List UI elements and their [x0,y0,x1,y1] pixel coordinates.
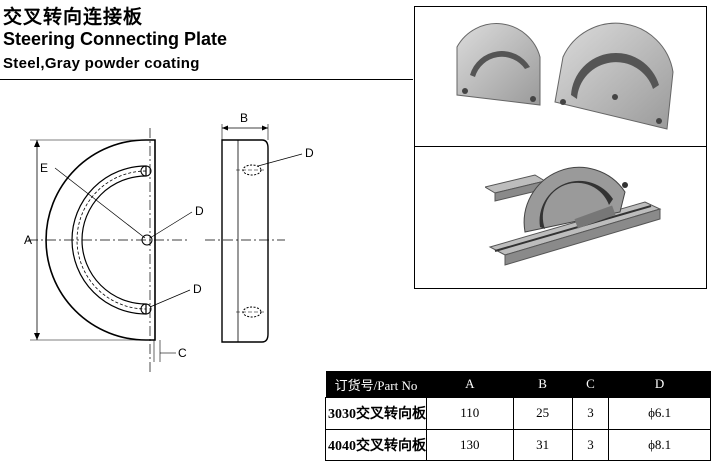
label-d-slot: D [193,282,202,296]
spec-table: 订货号/Part No A B C D 3030交叉转向板 110 25 3 ϕ… [325,371,711,461]
cell-d: ϕ6.1 [608,397,711,430]
table-row: 4040交叉转向板 130 31 3 ϕ8.1 [325,428,711,461]
material-subtitle: Steel,Gray powder coating [3,55,200,72]
label-b: B [240,111,248,125]
label-a: A [24,233,32,247]
title-chinese: 交叉转向连接板 [3,6,144,28]
label-e: E [40,161,48,175]
col-d: D [608,371,711,398]
cell-part-no: 3030交叉转向板 [325,397,427,430]
technical-drawing: A E D D C B D [24,111,314,375]
cell-b: 25 [512,397,573,430]
product-photos [414,6,707,289]
col-c: C [572,371,609,398]
table-row: 3030交叉转向板 110 25 3 ϕ6.1 [325,397,711,430]
plate-outline-side [221,139,269,343]
plate-outline-front [45,139,156,341]
cell-part-no: 4040交叉转向板 [325,428,427,461]
label-d-center: D [195,204,204,218]
label-d-side: D [305,146,314,160]
col-b: B [513,371,573,398]
cell-c: 3 [571,397,610,430]
photo-assembly [485,166,662,266]
photo-divider [415,146,706,147]
photo-plates [456,22,674,130]
table-header-row: 订货号/Part No A B C D [325,371,711,398]
cell-d: ϕ8.1 [608,428,711,461]
cell-a: 110 [426,397,514,430]
title-english: Steering Connecting Plate [3,29,228,49]
cell-c: 3 [571,428,610,461]
cell-a: 130 [426,428,514,461]
title-divider [0,79,413,80]
label-c: C [178,346,187,360]
cell-b: 31 [512,428,573,461]
col-part-no: 订货号/Part No [325,371,427,398]
col-a: A [426,371,514,398]
